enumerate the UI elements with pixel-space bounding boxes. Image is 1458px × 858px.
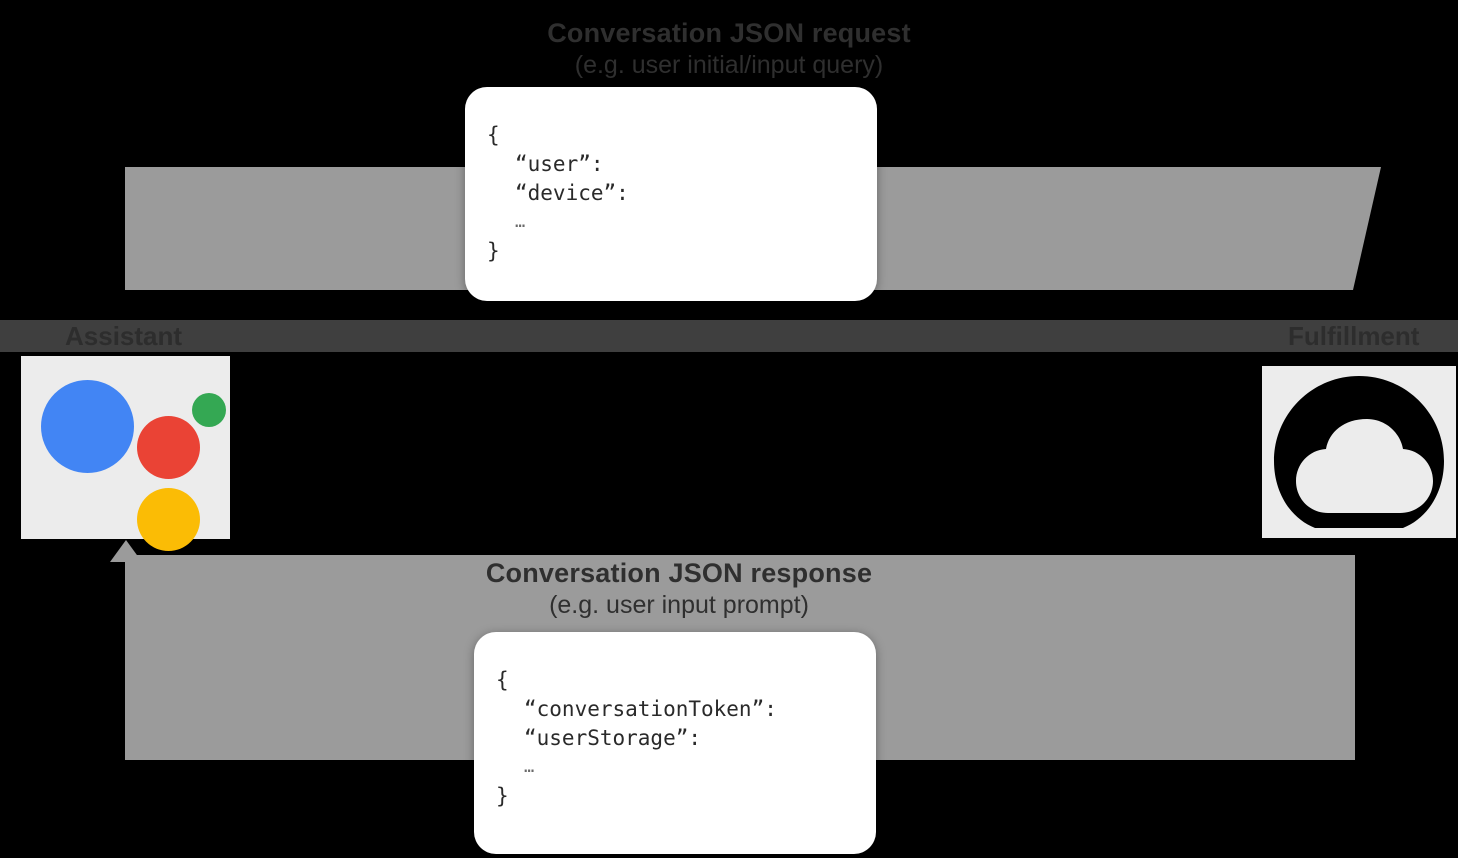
assistant-endpoint-tile[interactable] xyxy=(21,356,230,551)
request-json-bubble: { “user”: “device”: … } xyxy=(465,87,877,301)
google-assistant-icon-green-dot xyxy=(192,393,226,427)
response-caption-subtitle: (e.g. user input prompt) xyxy=(549,591,809,619)
google-assistant-icon-red-dot xyxy=(137,416,200,479)
google-assistant-icon-blue-dot xyxy=(41,380,134,473)
request-arrow-head-icon xyxy=(1353,167,1381,290)
request-caption: Conversation JSON request (e.g. user ini… xyxy=(329,17,1129,81)
request-json-ellipsis: … xyxy=(515,212,527,232)
response-json-open-brace: { xyxy=(496,668,509,692)
response-json-key-userstorage: “userStorage”: xyxy=(524,726,702,750)
request-caption-title: Conversation JSON request xyxy=(547,18,911,48)
request-json-open-brace: { xyxy=(487,123,500,147)
request-json-key-device: “device”: xyxy=(515,181,629,205)
response-json-bubble: { “conversationToken”: “userStorage”: … … xyxy=(474,632,876,854)
request-json-key-user: “user”: xyxy=(515,152,604,176)
response-json-ellipsis: … xyxy=(524,757,536,777)
response-caption: Conversation JSON response (e.g. user in… xyxy=(279,557,1079,621)
fulfillment-endpoint-tile[interactable] xyxy=(1262,366,1456,538)
response-json-close-brace: } xyxy=(496,784,509,808)
cloud-functions-icon xyxy=(1274,376,1444,528)
request-caption-subtitle: (e.g. user initial/input query) xyxy=(574,51,884,79)
fulfillment-label: Fulfillment xyxy=(1288,321,1420,351)
assistant-label: Assistant xyxy=(65,321,183,351)
response-caption-title: Conversation JSON response xyxy=(485,558,873,588)
google-assistant-icon-yellow-dot xyxy=(137,488,200,551)
center-divider-bar xyxy=(0,320,1458,352)
response-json-key-conversationtoken: “conversationToken”: xyxy=(524,697,777,721)
response-arrow-head-icon xyxy=(110,540,142,562)
request-json-close-brace: } xyxy=(487,239,500,263)
